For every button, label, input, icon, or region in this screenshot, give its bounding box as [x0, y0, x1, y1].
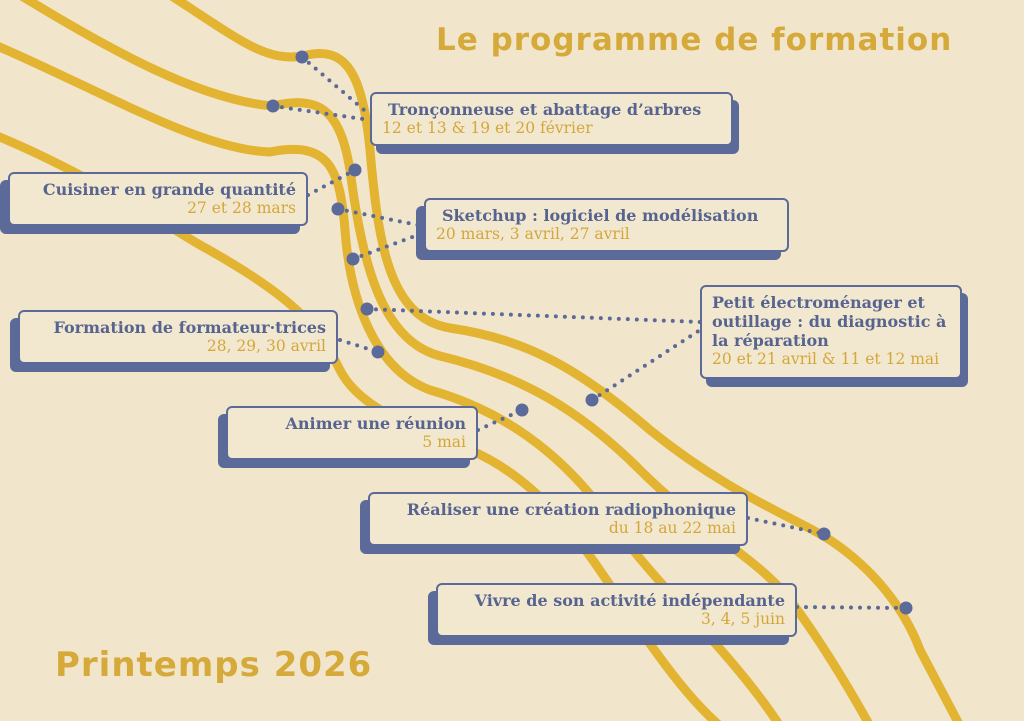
timeline-dot [371, 345, 385, 359]
training-card: Cuisiner en grande quantité 27 et 28 mar… [8, 172, 308, 226]
training-dates: 20 et 21 avril & 11 et 12 mai [712, 350, 940, 368]
training-dates: 3, 4, 5 juin [701, 610, 785, 628]
timeline-dot [899, 601, 913, 615]
training-title: Réaliser une création radiophonique [406, 500, 736, 519]
training-card: Formation de formateur·trices 28, 29, 30… [18, 310, 338, 364]
training-card: Réaliser une création radiophonique du 1… [368, 492, 748, 546]
season-label: Printemps 2026 [55, 645, 373, 685]
training-title: Petit électroménager et outillage : du d… [712, 293, 947, 350]
timeline-dot [331, 202, 345, 216]
timeline-dot [515, 403, 529, 417]
timeline-dot [346, 252, 360, 266]
timeline-dot [360, 302, 374, 316]
training-card: Petit électroménager et outillage : du d… [700, 285, 962, 379]
timeline-dot [295, 50, 309, 64]
timeline-line [0, 42, 783, 721]
poster-title: Le programme de formation [436, 22, 953, 58]
training-title: Sketchup : logiciel de modélisation [442, 206, 759, 225]
training-title: Formation de formateur·trices [53, 318, 326, 337]
training-card: Sketchup : logiciel de modélisation 20 m… [424, 198, 789, 252]
training-dates: 28, 29, 30 avril [206, 337, 326, 355]
training-title: Tronçonneuse et abattage d’arbres [388, 100, 702, 119]
timeline-dot [348, 163, 362, 177]
training-card: Tronçonneuse et abattage d’arbres 12 et … [370, 92, 733, 146]
timeline-dot [266, 99, 280, 113]
training-dates: 27 et 28 mars [187, 199, 296, 217]
training-title: Vivre de son activité indépendante [474, 591, 785, 610]
training-dates: 20 mars, 3 avril, 27 avril [436, 225, 630, 243]
timeline-dot [817, 527, 831, 541]
training-title: Cuisiner en grande quantité [42, 180, 296, 199]
timeline-dot [585, 393, 599, 407]
training-dates: 5 mai [422, 433, 466, 451]
training-dates: 12 et 13 & 19 et 20 février [382, 119, 593, 137]
training-card: Animer une réunion 5 mai [226, 406, 478, 460]
training-card: Vivre de son activité indépendante 3, 4,… [436, 583, 797, 637]
training-dates: du 18 au 22 mai [608, 519, 736, 537]
training-title: Animer une réunion [285, 414, 466, 433]
